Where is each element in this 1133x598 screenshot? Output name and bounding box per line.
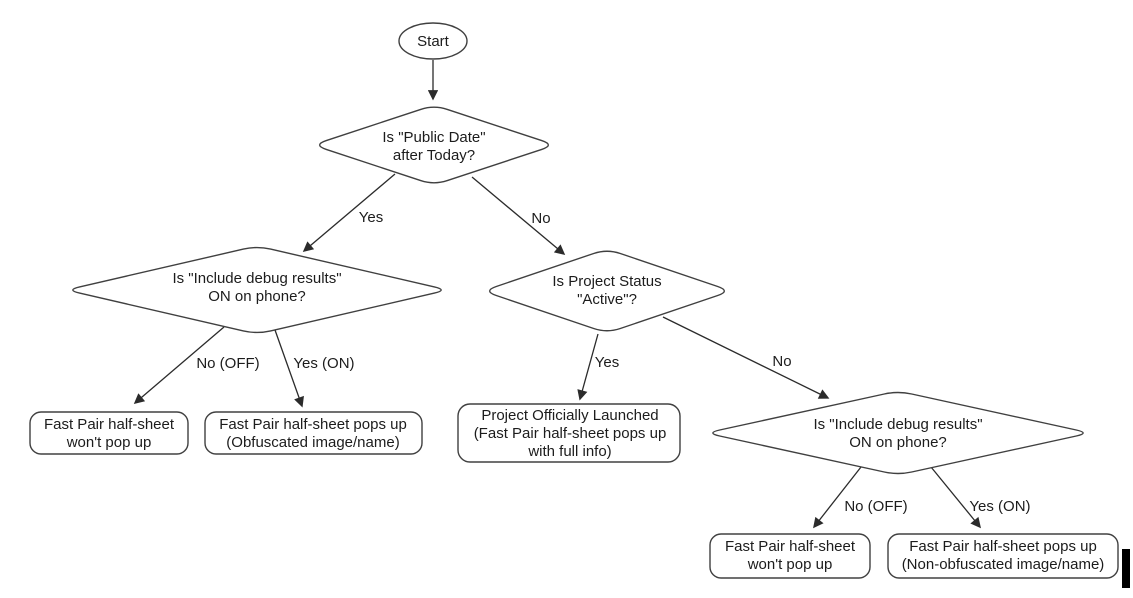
decision-project-status: Is Project Status "Active"?: [488, 250, 726, 332]
edge-debug-right-no: [813, 466, 862, 529]
result-non-obfuscated: Fast Pair half-sheet pops up (Non-obfusc…: [887, 533, 1119, 579]
result-no-popup-left-line1: Fast Pair half-sheet: [44, 416, 175, 433]
edge-debug-left-yes: [274, 329, 304, 408]
result-obfuscated-box: [204, 411, 423, 455]
result-launched-line3: with full info): [527, 443, 611, 460]
result-no-popup-left-box: [29, 411, 189, 455]
edge-public-date-yes: [302, 173, 396, 253]
decision-debug-left-diamond: [72, 246, 442, 334]
decision-public-date-diamond: [318, 106, 550, 184]
start-node: Start: [398, 22, 468, 60]
start-label: Start: [417, 33, 450, 50]
edge-project-status-no: [662, 316, 830, 399]
result-obfuscated-line1: Fast Pair half-sheet pops up: [219, 416, 407, 433]
result-no-popup-right-box: [709, 533, 871, 579]
result-obfuscated-line2: (Obfuscated image/name): [226, 434, 399, 451]
label-public-date-no: No: [531, 210, 550, 227]
decision-debug-left-line2: ON on phone?: [208, 288, 306, 305]
decision-debug-right: Is "Include debug results" ON on phone?: [712, 391, 1084, 475]
decision-public-date-line2: after Today?: [393, 147, 475, 164]
start-ellipse: [398, 22, 468, 60]
label-project-status-yes: Yes: [595, 354, 619, 371]
decision-debug-left-line1: Is "Include debug results": [172, 270, 341, 287]
edge-project-status-yes: [577, 333, 599, 401]
decision-debug-right-diamond: [712, 391, 1084, 475]
result-launched-box: [457, 403, 681, 463]
label-debug-left-no: No (OFF): [196, 355, 259, 372]
edge-public-date-no: [471, 176, 566, 256]
edge-debug-right-yes: [930, 466, 981, 529]
flow-edge-labels: Yes No No (OFF) Yes (ON) Yes No No (OFF)…: [196, 209, 1030, 515]
decision-project-status-diamond: [488, 250, 726, 332]
decision-debug-right-line1: Is "Include debug results": [813, 416, 982, 433]
result-non-obfuscated-box: [887, 533, 1119, 579]
result-launched-line2: (Fast Pair half-sheet pops up: [474, 425, 667, 442]
decision-project-status-line2: "Active"?: [577, 291, 637, 308]
result-no-popup-right: Fast Pair half-sheet won't pop up: [709, 533, 871, 579]
result-launched-line1: Project Officially Launched: [481, 407, 658, 424]
decision-project-status-line1: Is Project Status: [552, 273, 661, 290]
label-project-status-no: No: [772, 353, 791, 370]
decision-debug-left: Is "Include debug results" ON on phone?: [72, 246, 442, 334]
result-no-popup-left: Fast Pair half-sheet won't pop up: [29, 411, 189, 455]
label-debug-left-yes: Yes (ON): [293, 355, 354, 372]
label-debug-right-yes: Yes (ON): [969, 498, 1030, 515]
result-no-popup-right-line1: Fast Pair half-sheet: [725, 538, 856, 555]
result-launched: Project Officially Launched (Fast Pair h…: [457, 403, 681, 463]
text-cursor: [1122, 549, 1130, 588]
result-non-obfuscated-line2: (Non-obfuscated image/name): [902, 556, 1105, 573]
result-non-obfuscated-line1: Fast Pair half-sheet pops up: [909, 538, 1097, 555]
decision-debug-right-line2: ON on phone?: [849, 434, 947, 451]
result-no-popup-left-line2: won't pop up: [66, 434, 152, 451]
decision-public-date: Is "Public Date" after Today?: [318, 106, 550, 184]
edge-debug-left-no: [133, 326, 225, 405]
result-obfuscated: Fast Pair half-sheet pops up (Obfuscated…: [204, 411, 423, 455]
result-no-popup-right-line2: won't pop up: [747, 556, 833, 573]
label-debug-right-no: No (OFF): [844, 498, 907, 515]
decision-public-date-line1: Is "Public Date": [382, 129, 485, 146]
flow-edges: [133, 60, 981, 529]
label-public-date-yes: Yes: [359, 209, 383, 226]
